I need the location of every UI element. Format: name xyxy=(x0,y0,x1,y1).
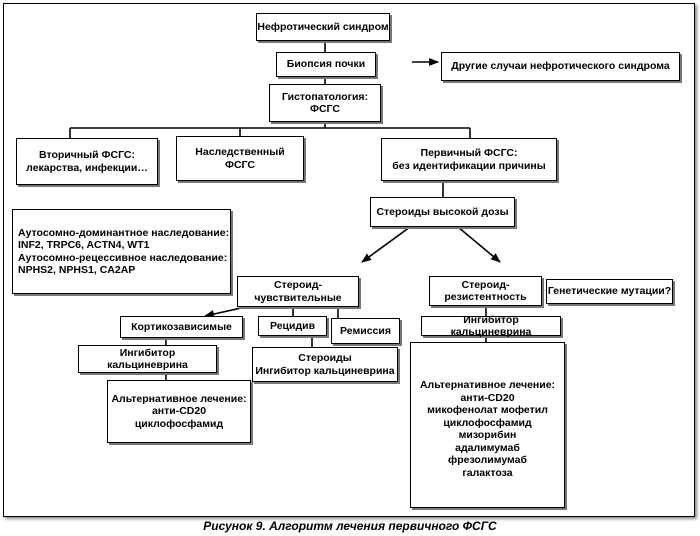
node-text-line: Биопсия почки xyxy=(286,58,366,71)
node-text-line: Альтернативное лечение: xyxy=(419,379,556,391)
node-inheritance: Аутосомно-доминантное наследование:INF2,… xyxy=(12,209,231,294)
node-text-line: Стероиды высокой дозы xyxy=(376,205,509,218)
node-other-cases: Другие случаи нефротического синдрома xyxy=(441,52,680,81)
node-nephrotic-syndrome: Нефротический синдром xyxy=(256,13,390,41)
node-cni-right: Ингибитор кальциневрина xyxy=(421,313,561,339)
node-remission: Ремиссия xyxy=(331,318,400,344)
node-primary-fsgs: Первичный ФСГС:без идентификации причины xyxy=(381,138,557,181)
node-text-line: Нефротический синдром xyxy=(257,20,389,33)
arrow-to-resistant xyxy=(457,226,501,263)
node-text-line: Аутосомно-доминантное наследование: xyxy=(18,226,230,239)
node-text-line: микофенолат мофетил xyxy=(427,404,548,416)
node-text-line: INF2, TRPC6, ACTN4, WT1 xyxy=(18,239,150,251)
node-text-line: Стероиды xyxy=(298,352,352,364)
node-cortico-dependent: Кортикозависимые xyxy=(120,316,243,338)
node-text-line: Стероид- xyxy=(273,279,322,291)
node-steroid-resistant: Стероид-резистентность xyxy=(429,276,542,306)
node-text-line: резистентность xyxy=(444,291,527,303)
node-text-line: Ингибитор кальциневрина xyxy=(255,364,395,377)
node-text-line: циклофосфамид xyxy=(134,417,224,430)
node-text-line: Стероид- xyxy=(461,278,510,291)
node-secondary-fsgs: Вторичный ФСГС:лекарства, инфекции… xyxy=(16,138,158,185)
node-text-line: адалимумаб xyxy=(455,441,520,454)
node-text-line: Ремиссия xyxy=(340,324,391,337)
node-text-line: Кортикозависимые xyxy=(131,320,232,333)
node-text-line: анти-CD20 xyxy=(151,405,207,418)
node-text-line: чувствительные xyxy=(254,291,342,304)
node-text-line: Наследственный xyxy=(195,146,285,158)
node-text-line: Генетические мутации? xyxy=(547,285,672,298)
node-text-line: NPHS2, NPHS1, CA2AP xyxy=(18,264,136,276)
figure-caption: Рисунок 9. Алгоритм лечения первичного Ф… xyxy=(203,519,497,533)
arrow-to-sensitive xyxy=(361,226,411,263)
node-text-line: анти-CD20 xyxy=(460,391,515,404)
node-text-line: циклофосфамид xyxy=(443,416,532,429)
node-relapse: Рецидив xyxy=(258,316,327,336)
node-kidney-biopsy: Биопсия почки xyxy=(276,52,376,77)
node-text-line: Первичный ФСГС: xyxy=(420,147,518,159)
node-text-line: лекарства, инфекции… xyxy=(26,161,148,174)
node-text-line: Ингибитор кальциневрина xyxy=(107,346,188,372)
node-text-line: мизорибин xyxy=(458,429,517,441)
node-text-line: Альтернативное лечение: xyxy=(111,392,247,405)
node-text-line: ФСГС xyxy=(225,158,255,171)
node-text-line: Вторичный ФСГС: xyxy=(39,149,135,161)
node-text-line: Рецидив xyxy=(269,319,316,332)
node-text-line: Гистопатология: xyxy=(281,90,369,103)
node-genetic-mutations: Генетические мутации? xyxy=(546,279,673,304)
node-text-line: Другие случаи нефротического синдрома xyxy=(451,60,670,73)
node-high-dose-steroids: Стероиды высокой дозы xyxy=(370,197,515,227)
node-text-line: фрезолимумаб xyxy=(448,454,527,466)
node-text-line: Ингибитор кальциневрина xyxy=(450,313,532,339)
node-text-line: ФСГС xyxy=(310,103,340,115)
node-histopathology: Гистопатология:ФСГС xyxy=(269,84,381,122)
node-text-line: галактоза xyxy=(462,466,513,479)
node-cni-left: Ингибитор кальциневрина xyxy=(78,345,217,373)
node-text-line: без идентификации причины xyxy=(392,159,546,172)
node-steroid-sensitive: Стероид-чувствительные xyxy=(237,276,359,307)
node-text-line: Аутосомно-рецессивное наследование: xyxy=(18,251,228,264)
